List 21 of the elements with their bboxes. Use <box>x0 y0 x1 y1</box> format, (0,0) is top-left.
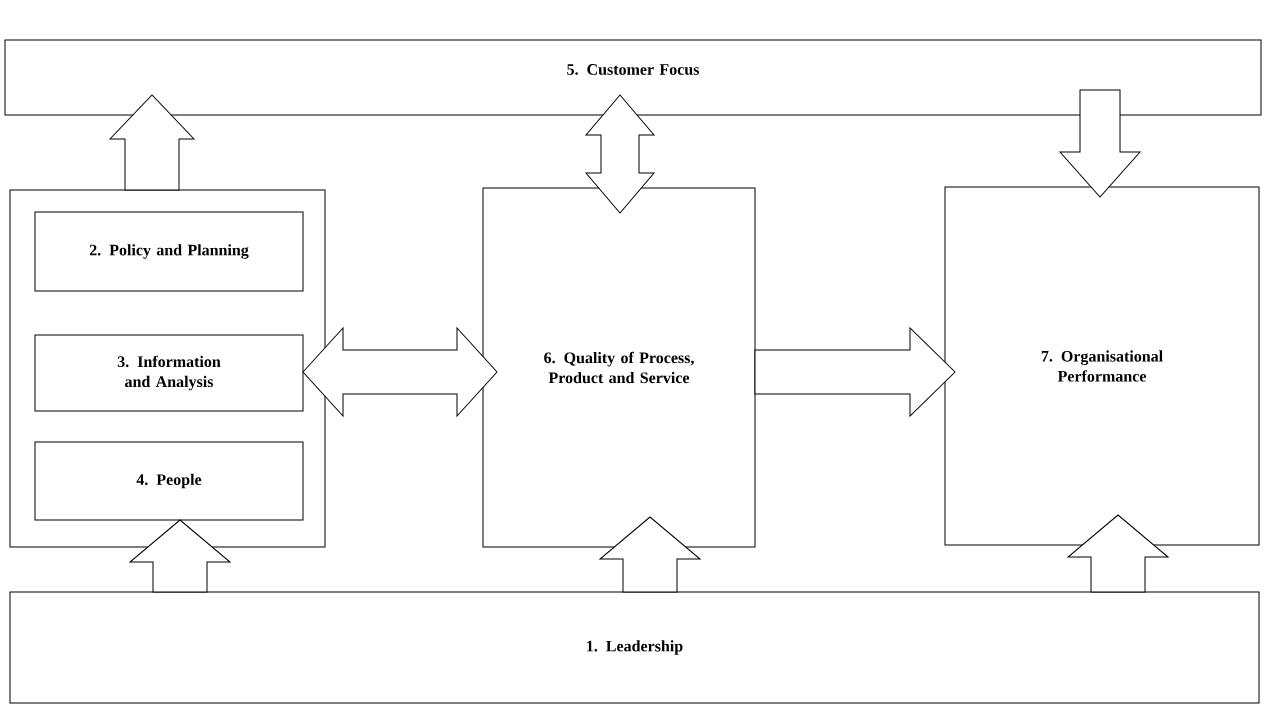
process-box <box>34 211 304 292</box>
box-label: 1. Leadership <box>587 640 683 655</box>
banner-box <box>9 591 1260 704</box>
block-arrow <box>109 94 195 191</box>
box-label: 6. Quality of Process, Product and Service <box>544 351 694 384</box>
block-arrow <box>754 327 956 417</box>
box-label: 7. Organisational Performance <box>1041 350 1163 382</box>
banner-box <box>4 39 1262 116</box>
block-arrow <box>599 516 701 593</box>
box-label: 3. Information and Analysis <box>117 355 221 391</box>
box-label: 4. People <box>136 473 202 489</box>
box-label: 2. Policy and Planning <box>89 244 249 259</box>
process-box <box>944 186 1260 546</box>
process-box <box>34 441 304 521</box>
box-label: 5. Customer Focus <box>567 64 700 75</box>
block-arrow <box>1067 514 1169 593</box>
block-arrow <box>129 519 231 593</box>
block-arrow <box>1059 89 1141 198</box>
block-arrow <box>302 327 498 417</box>
process-box <box>34 334 304 412</box>
block-arrow <box>585 94 655 214</box>
